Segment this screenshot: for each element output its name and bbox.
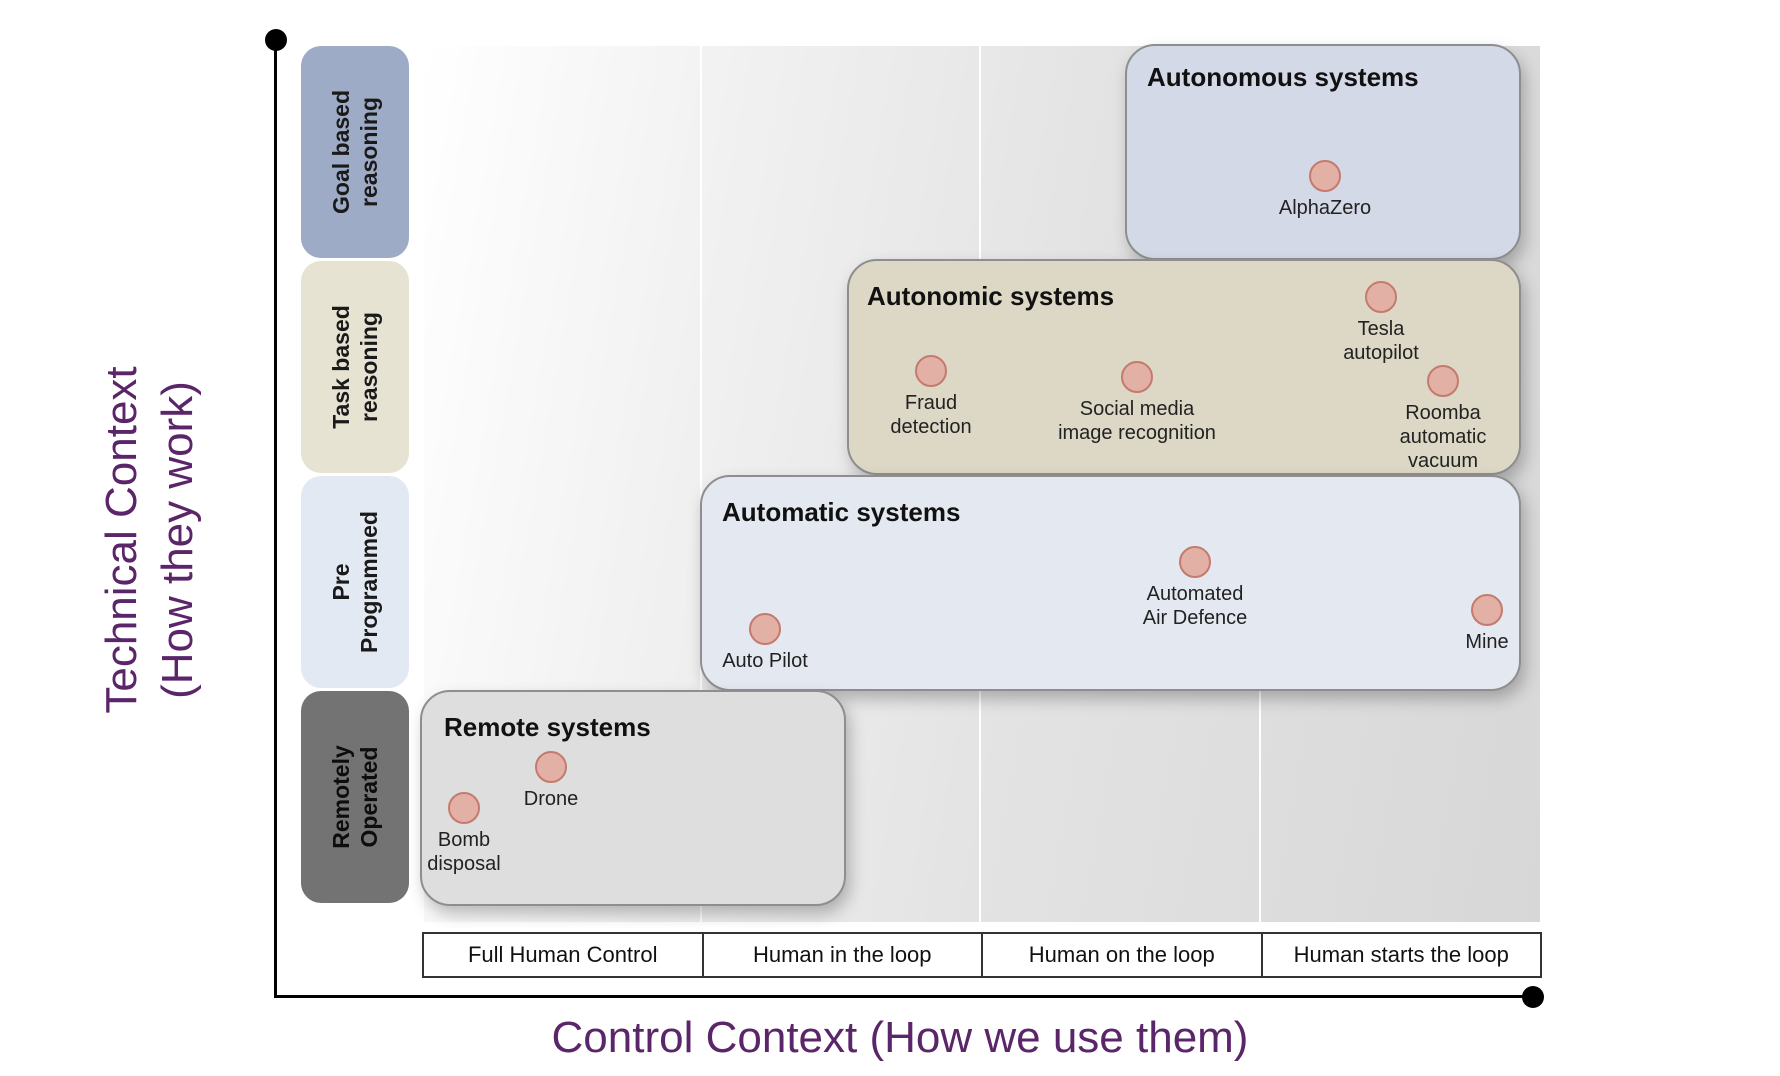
point-label: Auto Pilot xyxy=(722,650,808,672)
system-title: Autonomous systems xyxy=(1147,62,1419,92)
control-level-full-human-control: Full Human Control xyxy=(424,934,704,976)
level-task-based-reasoning: Task based reasoning xyxy=(301,261,409,473)
y-axis-title-line-1: Technical Context xyxy=(97,366,146,714)
point-marker xyxy=(1471,594,1503,626)
autonomic-systems-box: Autonomic systems Fraud detection Social… xyxy=(847,259,1521,475)
level-remotely-operated: Remotely Operated xyxy=(301,691,409,903)
y-axis-line xyxy=(274,40,277,998)
level-label-line: reasoning xyxy=(356,312,382,422)
point-label: Drone xyxy=(523,788,579,810)
level-label-line: reasoning xyxy=(356,97,383,207)
control-level-human-on-the-loop: Human on the loop xyxy=(983,934,1263,976)
x-axis-end-dot xyxy=(1522,986,1544,1008)
system-title: Remote systems xyxy=(444,712,651,742)
point-label: Automated Air Defence xyxy=(1142,583,1248,629)
system-title: Automatic systems xyxy=(722,497,961,527)
point-label: Social media image recognition xyxy=(1058,398,1216,444)
remote-systems-box: Remote systems Drone Bomb disposal xyxy=(420,690,846,906)
point-marker xyxy=(915,355,947,387)
control-level-human-starts-the-loop: Human starts the loop xyxy=(1293,942,1509,967)
point-marker xyxy=(1309,160,1341,192)
level-label-line: Goal based xyxy=(328,90,355,214)
level-label: Task based reasoning xyxy=(327,305,383,429)
autonomous-systems-box: Autonomous systems AlphaZero xyxy=(1125,44,1521,260)
level-label: Pre Programmed xyxy=(327,511,383,653)
point-label: Tesla autopilot xyxy=(1343,318,1419,364)
point-marker xyxy=(749,613,781,645)
level-label-line: Pre xyxy=(328,563,354,601)
point-label: Mine xyxy=(1465,631,1509,653)
y-axis-title-line-2: (How they work) xyxy=(153,381,202,699)
point-marker xyxy=(1427,365,1459,397)
point-label: Roomba automatic vacuum xyxy=(1399,402,1487,472)
level-label-line: Remotely xyxy=(327,745,354,849)
point-label: Bomb disposal xyxy=(427,829,501,875)
point-marker xyxy=(448,792,480,824)
level-label-line: Programmed xyxy=(356,511,382,653)
level-pre-programmed: Pre Programmed xyxy=(301,476,409,688)
point-marker xyxy=(1179,546,1211,578)
automatic-systems-box: Automatic systems Auto Pilot Automated A… xyxy=(700,475,1521,691)
y-axis-title: Technical Context (How they work) xyxy=(94,366,206,713)
point-label: Fraud detection xyxy=(890,392,972,438)
control-level-human-in-the-loop: Human in the loop xyxy=(704,934,983,976)
system-title: Autonomic systems xyxy=(867,281,1115,311)
x-axis-title: Control Context (How we use them) xyxy=(551,1013,1249,1062)
level-label: Goal based reasoning xyxy=(327,90,383,214)
point-marker xyxy=(535,751,567,783)
point-marker xyxy=(1365,281,1397,313)
column-divider xyxy=(700,46,702,922)
control-context-row: Full Human Control Human in the loop Hum… xyxy=(422,932,1542,978)
point-label: AlphaZero xyxy=(1278,197,1372,219)
x-axis-line xyxy=(274,995,1538,998)
level-goal-based-reasoning: Goal based reasoning xyxy=(301,46,409,258)
level-label-line: Task based xyxy=(328,305,354,429)
y-axis-end-dot xyxy=(265,29,287,51)
point-marker xyxy=(1121,361,1153,393)
